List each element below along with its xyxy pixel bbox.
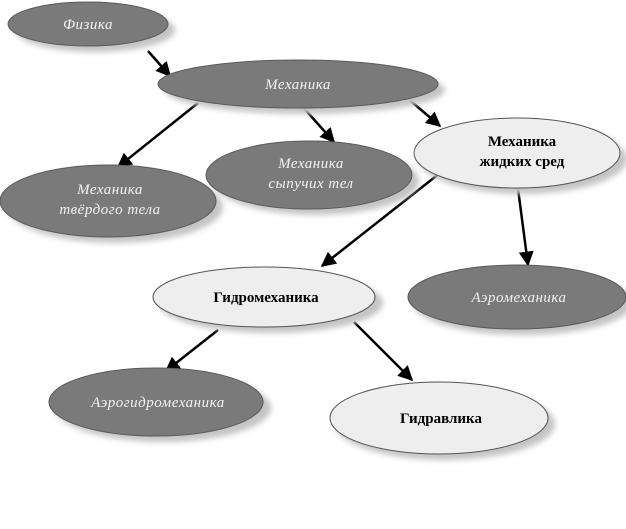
node-mekh-sypuchikh-line2: сыпучих тел xyxy=(268,176,353,192)
node-fizika-label: Физика xyxy=(63,17,113,33)
edge-fizika-mekhanika xyxy=(147,50,171,78)
node-aeromekhanika: Аэромеханика xyxy=(407,264,626,335)
node-gidravlika-label: Гидравлика xyxy=(400,411,482,427)
edge-gidromekhanika-gidravlika xyxy=(353,321,414,382)
node-mekh-tverdogo-line2: твёрдого тела xyxy=(59,202,160,218)
node-mekh-sypuchikh: Механика сыпучих тел xyxy=(205,140,419,215)
edge-zhidkikh-gidromekhanika xyxy=(320,172,441,267)
node-mekhanika-label: Механика xyxy=(264,77,331,93)
node-aerogidromekhanika: Аэрогидромеханика xyxy=(48,367,271,442)
node-aeromekhanika-label: Аэромеханика xyxy=(470,290,566,306)
node-mekh-tverdogo-line1: Механика xyxy=(76,182,143,198)
node-gidravlika: Гидравлика xyxy=(329,381,555,460)
node-aerogidromekhanika-label: Аэрогидромеханика xyxy=(90,395,225,411)
edge-mekhanika-tverdogo xyxy=(116,102,199,168)
node-mekhanika: Механика xyxy=(157,59,445,114)
edge-zhidkikh-aeromekhanika xyxy=(515,180,534,267)
node-mekh-sypuchikh-line1: Механика xyxy=(277,156,344,172)
node-mekh-zhidkikh: Механика жидких сред xyxy=(413,117,626,194)
node-mekh-zhidkikh-line1: Механика xyxy=(488,134,557,150)
node-fizika: Физика xyxy=(7,1,175,52)
edge-gidromekhanika-aerogidro xyxy=(164,329,219,372)
node-gidromekhanika-label: Гидромеханика xyxy=(213,290,319,306)
node-gidromekhanika: Гидромеханика xyxy=(152,266,383,333)
node-mekh-zhidkikh-line2: жидких сред xyxy=(480,154,565,170)
node-mekh-tverdogo: Механика твёрдого тела xyxy=(0,164,223,243)
